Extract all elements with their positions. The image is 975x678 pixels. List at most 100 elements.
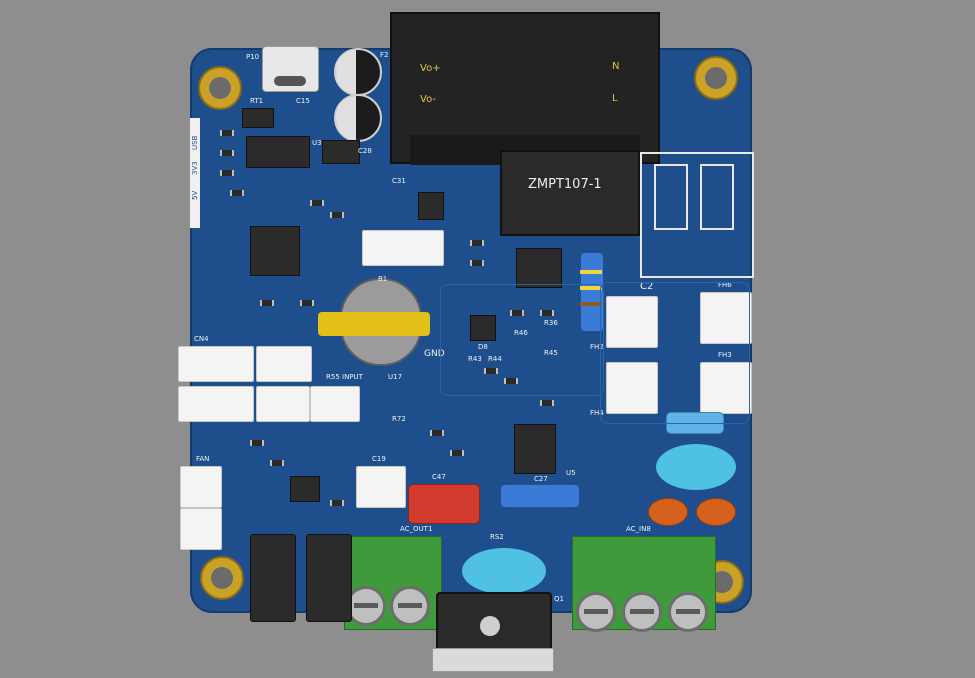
f2-label: F2 xyxy=(380,51,389,59)
usb-label: USB xyxy=(191,135,199,150)
c27-label: C27 xyxy=(534,475,548,483)
connector-c19 xyxy=(356,466,406,508)
trace-region-right xyxy=(600,282,750,424)
triac-mount-hole xyxy=(480,616,500,636)
vo-plus-label: Vo+ xyxy=(420,63,441,74)
r43-label: R43 xyxy=(468,355,482,363)
film-capacitor-c47 xyxy=(408,484,480,524)
terminal-screw-in-1 xyxy=(576,592,616,632)
zmpt-transformer xyxy=(500,150,640,236)
smd-component xyxy=(540,400,554,406)
c47-label: C47 xyxy=(432,473,446,481)
smd-component xyxy=(300,300,314,306)
u5-label: U5 xyxy=(566,469,576,477)
capacitor-stripe-2 xyxy=(336,96,356,140)
audio-jack-1 xyxy=(250,534,296,622)
y-capacitor-right xyxy=(656,444,736,490)
rt1-label: RT1 xyxy=(250,97,264,105)
resistor-band-2 xyxy=(580,286,602,290)
c28-label: C28 xyxy=(358,147,372,155)
smd-component xyxy=(260,300,274,306)
connector-input xyxy=(310,386,360,422)
smd-component xyxy=(310,200,324,206)
l-label: L xyxy=(612,93,618,104)
smd-component xyxy=(470,260,484,266)
fan-label: FAN xyxy=(196,455,210,463)
fh2-label: FH2 xyxy=(590,343,604,351)
connector-fh3 xyxy=(700,362,752,414)
input-label: INPUT xyxy=(342,373,363,381)
smd-component xyxy=(270,460,284,466)
c15-label: C15 xyxy=(296,97,310,105)
capacitor-stripe-1 xyxy=(336,50,356,94)
smd-component xyxy=(330,212,344,218)
r45-label: R45 xyxy=(544,349,558,357)
r44-label: R44 xyxy=(488,355,502,363)
smd-component xyxy=(220,170,234,176)
connector-row2-2 xyxy=(256,386,310,422)
connector-row2-1 xyxy=(178,386,254,422)
mounting-hole-top-right xyxy=(694,56,738,100)
fh6-label: FH6 xyxy=(718,281,732,289)
usb-c-port xyxy=(274,76,306,86)
r55-label: R55 xyxy=(326,373,340,381)
connector-fan-1 xyxy=(180,466,222,508)
ic-u5 xyxy=(514,424,556,474)
b1-label: B1 xyxy=(378,275,388,283)
ic-u3 xyxy=(246,136,310,168)
smd-component xyxy=(510,310,524,316)
vo-minus-label: Vo- xyxy=(420,94,436,105)
connector-fh6 xyxy=(700,292,752,344)
smd-component xyxy=(540,310,554,316)
gnd-label: GND xyxy=(424,349,445,359)
y-capacitor-bottom xyxy=(462,548,546,594)
d8-label: D8 xyxy=(478,343,488,351)
relay-contact-2 xyxy=(700,164,734,230)
smd-component xyxy=(450,450,464,456)
c19-label: C19 xyxy=(372,455,386,463)
ic-d8 xyxy=(470,315,496,341)
smd-component xyxy=(470,240,484,246)
cn4-label: CN4 xyxy=(194,335,209,343)
mounting-hole-top-left xyxy=(198,66,242,110)
v5-label: 5V xyxy=(191,190,199,200)
q1-label: Q1 xyxy=(554,595,564,603)
connector-cn4-1 xyxy=(178,346,254,382)
ic-small-2 xyxy=(322,140,360,164)
rs2-label: RS2 xyxy=(490,533,504,541)
smd-component xyxy=(220,130,234,136)
ic-mid-right xyxy=(418,192,444,220)
relay-contact-1 xyxy=(654,164,688,230)
ac-out-label: AC_OUT1 xyxy=(400,525,433,533)
resistor-band-3 xyxy=(580,302,602,306)
ic-small-1 xyxy=(242,108,274,128)
connector-top-middle xyxy=(362,230,444,266)
ic-u10 xyxy=(516,248,562,288)
smd-component xyxy=(330,500,344,506)
transformer-label: ZMPT107-1 xyxy=(528,177,602,192)
c31-label: C31 xyxy=(392,177,406,185)
ac-in-label: AC_IN8 xyxy=(626,525,651,533)
coin-cell-clip xyxy=(318,312,430,336)
terminal-screw-in-2 xyxy=(622,592,662,632)
resistor-band-1 xyxy=(580,270,602,274)
mounting-hole-bottom-left xyxy=(200,556,244,600)
r46-label: R46 xyxy=(514,329,528,337)
relay-outline xyxy=(640,152,754,278)
smd-component xyxy=(250,440,264,446)
c2-label: C2 xyxy=(640,281,654,292)
terminal-screw-in-3 xyxy=(668,592,708,632)
u3-label: U3 xyxy=(312,139,322,147)
smd-component xyxy=(220,150,234,156)
p10-label: P10 xyxy=(246,53,260,61)
connector-fh4 xyxy=(606,362,658,414)
terminal-screw-out-2 xyxy=(390,586,430,626)
left-edge-silkscreen-strip xyxy=(190,118,200,228)
smd-component xyxy=(230,190,244,196)
trace-region-center xyxy=(440,284,604,396)
v33-label: 3V3 xyxy=(191,161,199,175)
u17-label: U17 xyxy=(388,373,403,381)
r36-label: R36 xyxy=(544,319,558,327)
audio-jack-2 xyxy=(306,534,352,622)
connector-cn4-2 xyxy=(256,346,312,382)
